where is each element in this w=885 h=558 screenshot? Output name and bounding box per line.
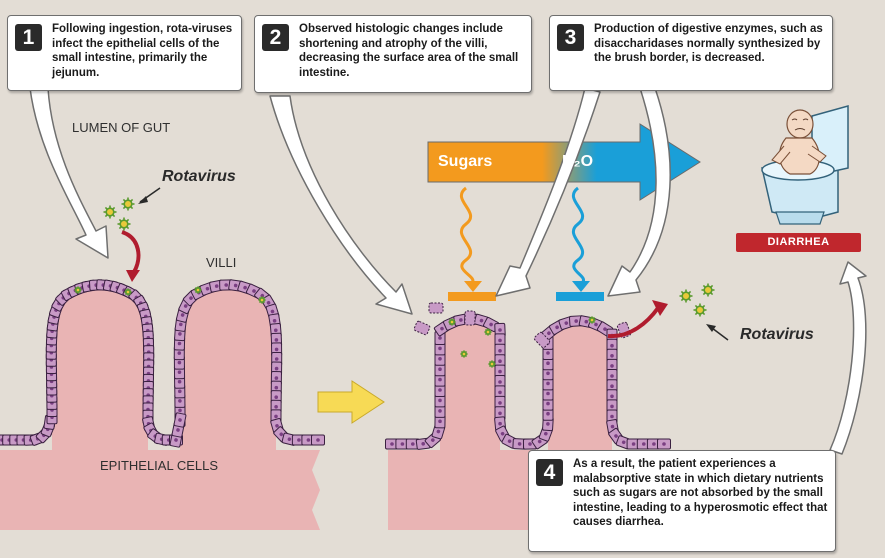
villus-core-atrophic-1 xyxy=(440,317,500,452)
rotavirus-particle-icon xyxy=(679,289,693,303)
rotavirus-particle-icon xyxy=(103,205,117,219)
epithelial-left-b-cell xyxy=(311,434,325,446)
epithelial-left-join-cell xyxy=(173,412,187,428)
rotavirus-particle-icon xyxy=(117,217,131,231)
rotavirus-particle-icon xyxy=(488,360,496,368)
epithelial-right-a-cell xyxy=(494,385,506,400)
rotavirus-particle-icon xyxy=(588,316,596,324)
villus-core-2 xyxy=(179,285,277,452)
callout-tails xyxy=(29,87,867,455)
step-2-number: 2 xyxy=(262,24,289,51)
enzyme-bar-water xyxy=(556,292,604,301)
rotavirus-particle-icon xyxy=(701,283,715,297)
step-2-callout: 2 Observed histologic changes include sh… xyxy=(254,15,532,93)
step-1-number: 1 xyxy=(15,24,42,51)
water-label: H₂O xyxy=(562,153,594,170)
epithelial-right-a-cell xyxy=(434,383,446,397)
epithelial-right-a-cell xyxy=(494,333,506,348)
step-4-callout: 4 As a result, the patient experiences a… xyxy=(528,450,836,552)
rotavirus-label-left: Rotavirus xyxy=(162,168,236,185)
sugar-wave-arrow xyxy=(459,186,475,284)
sugar-arrowhead xyxy=(464,281,482,292)
rotavirus-label-right: Rotavirus xyxy=(740,326,814,343)
rotavirus-particle-icon xyxy=(194,286,202,294)
epithelial-right-a-cell xyxy=(434,414,446,429)
sloughed-cell xyxy=(464,310,476,326)
rotavirus-particle-icon xyxy=(74,286,82,294)
sugars-label: Sugars xyxy=(438,153,493,170)
step-3-text: Production of digestive enzymes, such as… xyxy=(594,23,823,64)
tissue-base-left xyxy=(0,450,320,530)
sloughed-cell xyxy=(533,331,551,349)
lumen-label: LUMEN OF GUT xyxy=(72,120,171,135)
villus-core-1 xyxy=(51,285,149,452)
water-wave-arrow xyxy=(571,186,586,285)
rotavirus-particle-icon xyxy=(448,318,456,326)
step-1-text: Following ingestion, rota-viruses infect… xyxy=(52,23,233,79)
diarrhea-badge: DIARRHEA xyxy=(736,233,861,252)
rotavirus-particle-icon xyxy=(484,328,492,336)
villus-core-atrophic-2 xyxy=(548,319,612,452)
cells-layer xyxy=(0,279,671,450)
transition-arrow xyxy=(317,380,385,424)
step-3-number: 3 xyxy=(557,24,584,51)
epithelial-right-a-cell xyxy=(385,438,399,450)
step-2-text: Observed histologic changes include shor… xyxy=(299,23,519,79)
rotavirus-particle-icon xyxy=(460,350,468,358)
enzyme-bar-sugar xyxy=(448,292,496,301)
villi-label: VILLI xyxy=(206,255,237,270)
rotavirus-particle-icon xyxy=(121,197,135,211)
sloughed-cell xyxy=(428,302,444,314)
rotavirus-pointer-right xyxy=(711,327,729,341)
epithelial-right-a-cell xyxy=(434,341,446,356)
rotavirus-particle-icon xyxy=(124,288,132,296)
epithelial-right-a-cell xyxy=(494,364,506,379)
step-4-text: As a result, the patient experiences a m… xyxy=(573,458,828,528)
release-arrow-right xyxy=(607,306,660,339)
sloughed-cell xyxy=(413,320,431,336)
epithelial-right-b-cell xyxy=(657,438,671,450)
infection-arrow-left xyxy=(121,230,141,273)
infant-on-toilet-icon xyxy=(761,105,849,225)
virus-layer xyxy=(74,197,715,368)
step-1-callout: 1 Following ingestion, rota-viruses infe… xyxy=(7,15,242,91)
rotavirus-particle-icon xyxy=(258,296,266,304)
infection-arrowhead-left xyxy=(126,270,140,282)
release-arrowhead-right xyxy=(652,300,668,316)
water-arrowhead xyxy=(572,281,590,292)
epithelial-cells-label: EPITHELIAL CELLS xyxy=(100,458,219,473)
step-3-callout: 3 Production of digestive enzymes, such … xyxy=(549,15,833,91)
rotavirus-particle-icon xyxy=(693,303,707,317)
step-4-number: 4 xyxy=(536,459,563,486)
